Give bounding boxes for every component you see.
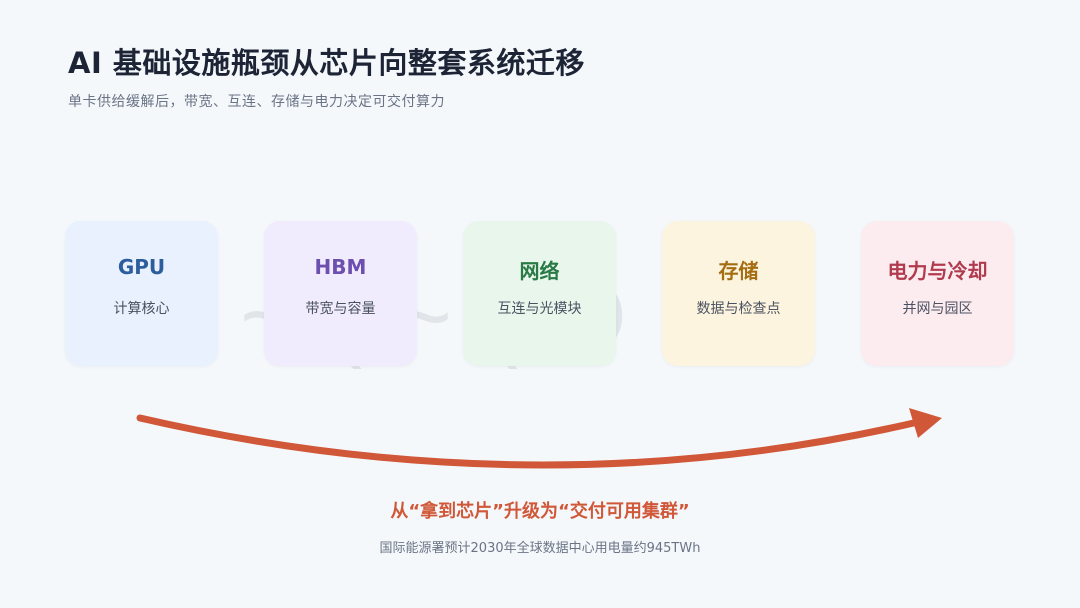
card-title: GPU bbox=[117, 255, 166, 279]
arrow-head-icon bbox=[909, 408, 942, 438]
card-subtitle: 并网与园区 bbox=[902, 301, 973, 317]
card-title: 网络 bbox=[519, 259, 560, 283]
footnote: 国际能源署预计2030年全球数据中心用电量约945TWh bbox=[379, 541, 701, 556]
card-title: 存储 bbox=[718, 259, 759, 283]
card-title: 电力与冷却 bbox=[887, 259, 988, 283]
card-title: HBM bbox=[314, 255, 367, 279]
page-title: AI 基础设施瓶颈从芯片向整套系统迁移 bbox=[68, 46, 585, 80]
card-gpu: GPU 计算核心 bbox=[65, 221, 218, 366]
page-subtitle: 单卡供给缓解后，带宽、互连、存储与电力决定可交付算力 bbox=[68, 94, 445, 110]
flow-arrow-curve bbox=[136, 414, 922, 469]
card-hbm: HBM 带宽与容量 bbox=[264, 221, 417, 366]
card-subtitle: 互连与光模块 bbox=[497, 301, 582, 317]
card-subtitle: 计算核心 bbox=[113, 301, 170, 317]
card-storage: 存储 数据与检查点 bbox=[662, 221, 815, 366]
tagline: 从“拿到芯片”升级为“交付可用集群” bbox=[390, 501, 690, 522]
card-subtitle: 带宽与容量 bbox=[305, 301, 376, 317]
card-subtitle: 数据与检查点 bbox=[696, 301, 781, 317]
card-power-cooling: 电力与冷却 并网与园区 bbox=[861, 221, 1014, 366]
card-network: 网络 互连与光模块 bbox=[463, 221, 616, 366]
